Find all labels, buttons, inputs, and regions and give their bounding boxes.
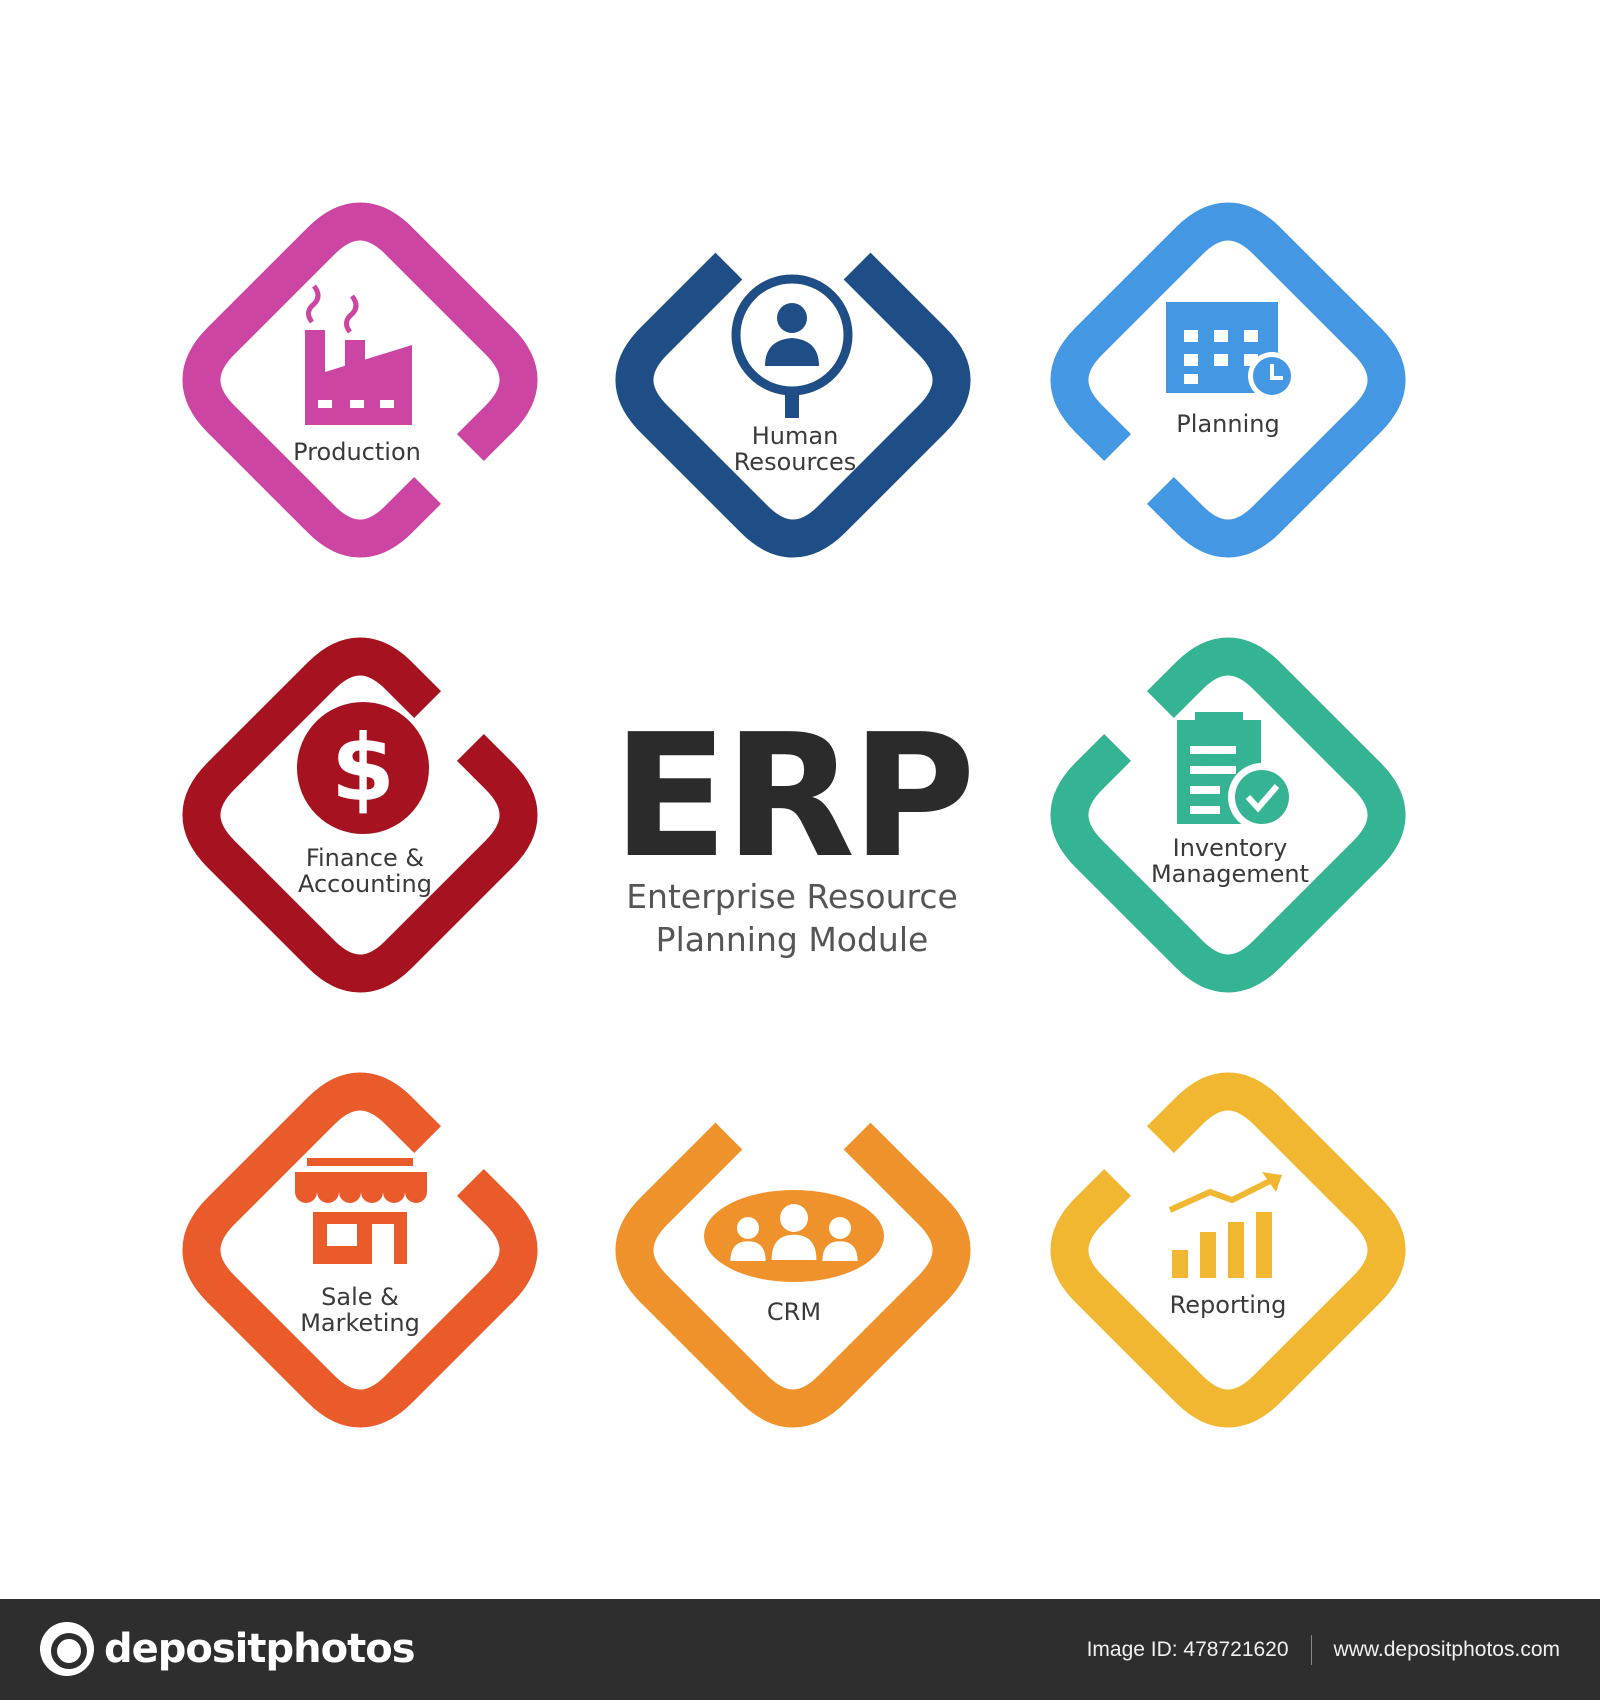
- human-resources-label-line2: Resources: [734, 448, 857, 476]
- production-label-line1: Production: [293, 438, 421, 466]
- calendar-clock-icon: [1166, 302, 1296, 400]
- crm-frame: [615, 1122, 971, 1428]
- finance-label-line1: Finance &: [306, 844, 424, 872]
- reporting-frame: [1050, 1072, 1406, 1428]
- human-resources-label-line1: Human: [752, 422, 839, 450]
- factory-icon: [305, 284, 412, 425]
- brand-name: depositphotos: [104, 1626, 416, 1672]
- finance-label-line2: Accounting: [298, 870, 432, 898]
- planning-label-line1: Planning: [1176, 410, 1279, 438]
- footer-bar: depositphotos Image ID: 478721620 www.de…: [0, 1599, 1600, 1700]
- camera-lens-icon: [40, 1622, 94, 1676]
- brand-logo[interactable]: depositphotos: [40, 1621, 416, 1677]
- storefront-icon: [295, 1158, 427, 1264]
- dollar-coin-icon: $: [297, 702, 429, 834]
- site-link[interactable]: www.depositphotos.com: [1333, 1638, 1560, 1661]
- clipboard-check-icon: [1177, 712, 1296, 831]
- inventory-frame: [1050, 637, 1406, 993]
- image-id: Image ID: 478721620: [1086, 1638, 1289, 1661]
- inventory-label-line2: Management: [1151, 860, 1309, 888]
- inventory-label-line1: Inventory: [1173, 834, 1288, 862]
- erp-subtitle-line1: Enterprise Resource: [626, 877, 958, 916]
- module-icons: $: [295, 274, 1296, 1282]
- reporting-label-line1: Reporting: [1170, 1291, 1287, 1319]
- footer-divider: [1310, 1635, 1312, 1665]
- sales-label-line2: Marketing: [300, 1309, 420, 1337]
- module-frames: [182, 202, 1406, 1428]
- magnifier-person-icon: [731, 274, 853, 418]
- finance-frame: [182, 637, 538, 993]
- crm-label-line1: CRM: [767, 1298, 821, 1326]
- svg-text:$: $: [331, 715, 395, 822]
- sales-label-line1: Sale &: [321, 1283, 399, 1311]
- people-group-icon: [704, 1190, 884, 1282]
- production-frame: [182, 202, 538, 558]
- erp-title: ERP: [612, 698, 972, 896]
- erp-subtitle-line2: Planning Module: [656, 920, 929, 959]
- human-resources-frame: [615, 252, 971, 558]
- bar-chart-growth-icon: [1168, 1172, 1282, 1278]
- footer-meta: Image ID: 478721620 www.depositphotos.co…: [1087, 1635, 1560, 1665]
- sales-frame: [182, 1072, 538, 1428]
- planning-frame: [1050, 202, 1406, 558]
